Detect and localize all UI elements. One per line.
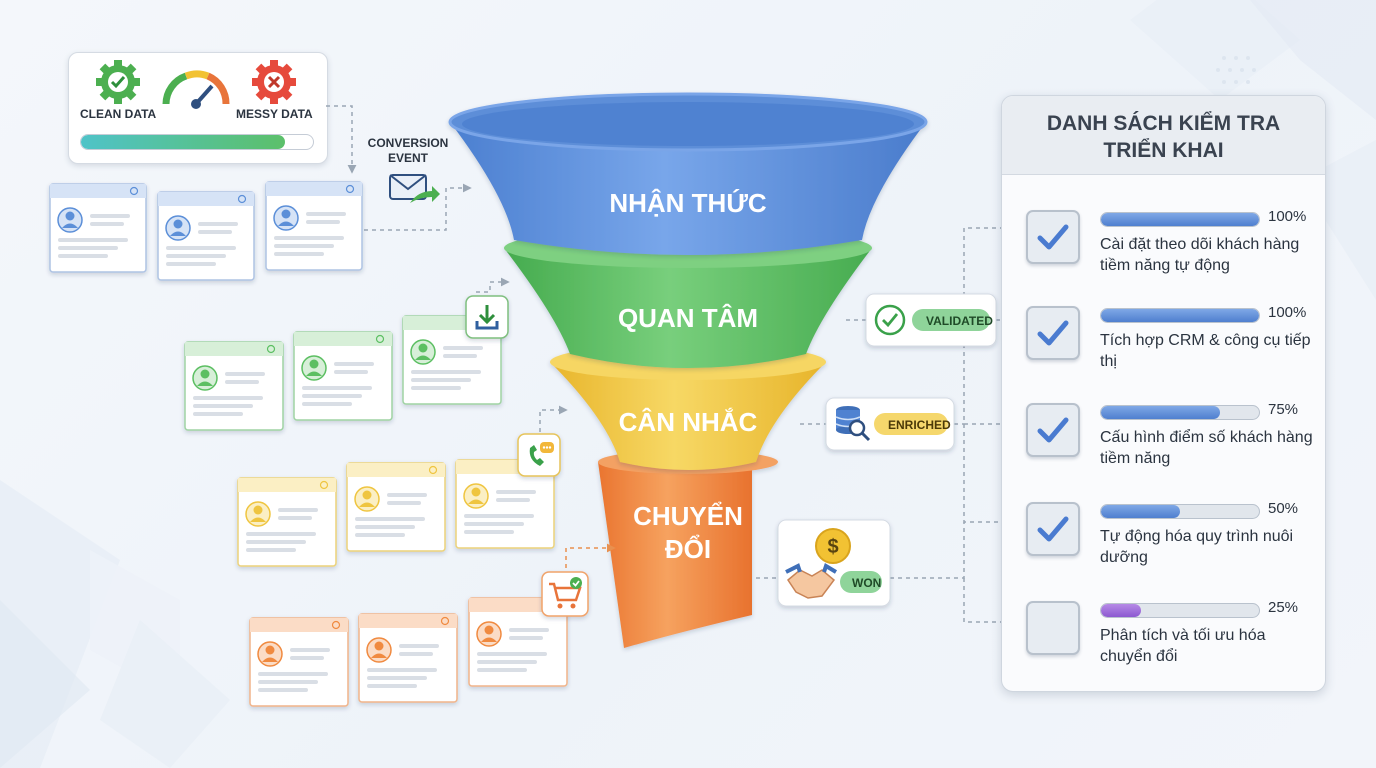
checklist-item-text: Tích hợp CRM & công cụ tiếp thị xyxy=(1100,332,1311,370)
checklist-item: 50% Tự động hóa quy trình nuôi dưỡng xyxy=(1002,492,1325,582)
lead-card[interactable] xyxy=(455,459,555,549)
checklist-progress-bar xyxy=(1100,405,1260,420)
lead-card[interactable] xyxy=(49,183,147,273)
checklist-percent: 75% xyxy=(1268,401,1299,418)
checklist-progress-bar xyxy=(1100,603,1260,618)
checklist-item-text: Cấu hình điểm số khách hàng tiềm năng xyxy=(1100,429,1313,467)
checklist-checkbox[interactable] xyxy=(1026,502,1080,556)
checklist-progress-fill xyxy=(1101,505,1180,518)
won-badge-card: $ xyxy=(777,519,891,607)
envelope-icon xyxy=(389,174,440,203)
validated-badge-card xyxy=(865,293,997,347)
checklist-item: 25%Phân tích và tối ưu hóa chuyển đổi xyxy=(1002,591,1325,681)
checklist-percent: 100% xyxy=(1268,208,1307,225)
lead-card[interactable] xyxy=(358,613,458,703)
download-icon[interactable] xyxy=(465,295,509,339)
enriched-badge-card xyxy=(825,397,955,451)
validated-badge: VALIDATED xyxy=(926,314,993,328)
connectors xyxy=(326,105,1018,627)
mail-small-icon xyxy=(375,334,385,344)
lead-card[interactable] xyxy=(249,617,349,707)
gear-check-icon xyxy=(96,60,140,104)
won-badge: WON xyxy=(852,576,882,590)
checklist-checkbox[interactable] xyxy=(1026,306,1080,360)
checklist-progress-bar xyxy=(1100,212,1260,227)
globe-icon xyxy=(129,186,139,196)
database-search-icon xyxy=(835,406,871,442)
checklist-progress-bar xyxy=(1100,308,1260,323)
lead-card[interactable] xyxy=(157,191,255,281)
edit-small-icon xyxy=(440,616,450,626)
checklist-item: 100% Tích hợp CRM & công cụ tiếp thị xyxy=(1002,296,1325,386)
checklist-percent: 100% xyxy=(1268,304,1307,321)
phone-chat-icon[interactable] xyxy=(517,433,561,477)
twitter-icon xyxy=(237,194,247,204)
phone-small-icon xyxy=(428,465,438,475)
gear-x-icon xyxy=(252,60,296,104)
connector-orange xyxy=(565,543,616,568)
funnel-label-consideration: CÂN NHẮC xyxy=(619,407,758,437)
checkmark-icon xyxy=(1037,516,1069,542)
funnel: NHẬN THỨC QUAN TÂM CÂN NHẮC CHUYỂN ĐỔI xyxy=(448,92,928,648)
gauge-icon xyxy=(162,70,230,109)
lead-card[interactable] xyxy=(265,181,363,271)
checklist-item-text: Cài đặt theo dõi khách hàng tiềm năng tự… xyxy=(1100,236,1300,274)
checklist-item-text: Tự động hóa quy trình nuôi dưỡng xyxy=(1100,528,1294,566)
svg-text:$: $ xyxy=(827,536,838,558)
checklist-item: 75% Cấu hình điểm số khách hàng tiềm năng xyxy=(1002,393,1325,483)
funnel-label-conversion-2: ĐỔI xyxy=(665,534,711,564)
checklist-item-text: Phân tích và tối ưu hóa chuyển đổi xyxy=(1100,627,1266,665)
funnel-label-interest: QUAN TÂM xyxy=(618,303,758,333)
search-icon xyxy=(345,184,355,194)
funnel-label-conversion-1: CHUYỂN xyxy=(633,501,743,531)
checkmark-icon xyxy=(1037,320,1069,346)
checklist-item: 100% Cài đặt theo dõi khách hàng tiềm năn… xyxy=(1002,200,1325,290)
lead-card[interactable] xyxy=(346,462,446,552)
checklist-progress-fill xyxy=(1101,309,1259,322)
checklist-progress-fill xyxy=(1101,406,1220,419)
lead-card[interactable] xyxy=(237,477,337,567)
funnel-stage-awareness[interactable] xyxy=(448,92,928,255)
cart-icon[interactable] xyxy=(541,571,589,617)
checkmark-icon xyxy=(1037,224,1069,250)
checklist-progress-fill xyxy=(1101,604,1141,617)
checklist-percent: 25% xyxy=(1268,599,1299,616)
tag-small-icon xyxy=(331,620,341,630)
checklist-checkbox[interactable] xyxy=(1026,403,1080,457)
lead-card[interactable] xyxy=(184,341,284,431)
checklist-checkbox[interactable] xyxy=(1026,601,1080,655)
checklist-progress-bar xyxy=(1100,504,1260,519)
lead-cards xyxy=(49,181,568,707)
checkmark-icon xyxy=(1037,417,1069,443)
messy-data-label: MESSY DATA xyxy=(236,107,313,121)
funnel-label-awareness: NHẬN THỨC xyxy=(609,188,767,218)
checklist-progress-fill xyxy=(1101,213,1259,226)
handshake-icon xyxy=(785,563,838,599)
clean-data-label: CLEAN DATA xyxy=(80,107,157,121)
checklist-percent: 50% xyxy=(1268,500,1299,517)
download-small-icon xyxy=(266,344,276,354)
checklist-checkbox[interactable] xyxy=(1026,210,1080,264)
lead-card[interactable] xyxy=(468,597,568,687)
lead-card[interactable] xyxy=(293,331,393,421)
data-quality-progress-bar xyxy=(80,134,314,150)
dollar-coin-icon: $ xyxy=(815,528,851,564)
data-quality-progress-fill xyxy=(81,135,286,149)
check-circle-icon xyxy=(874,304,906,336)
enriched-badge: ENRICHED xyxy=(888,418,951,432)
chat-small-icon xyxy=(319,480,329,490)
